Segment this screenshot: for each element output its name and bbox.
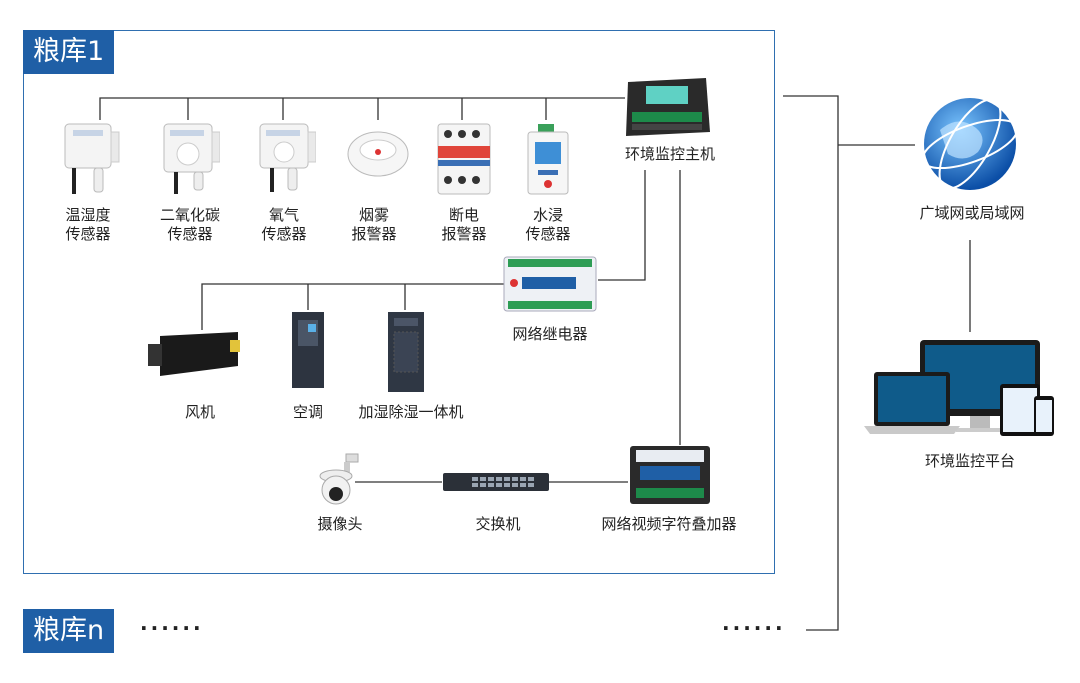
- sensor-label-power-outage: 断电报警器: [441, 206, 487, 243]
- globe-icon: [918, 94, 1022, 194]
- network-relay-icon: [502, 255, 598, 313]
- temp-humidity-sensor-icon: [60, 118, 120, 196]
- switch-label: 交换机: [475, 515, 521, 533]
- device-label-humidifier: 加湿除湿一体机: [358, 403, 464, 421]
- smoke-alarm-icon: [346, 124, 410, 184]
- granary-n-title: 粮库n: [23, 609, 115, 653]
- humidifier-dehumidifier-icon: [386, 310, 426, 394]
- granary-1-frame: [23, 30, 775, 574]
- sensor-label-smoke: 烟雾报警器: [351, 206, 397, 243]
- granary-1-title: 粮库1: [23, 30, 115, 74]
- camera-label: 摄像头: [317, 515, 363, 533]
- camera-icon: [316, 452, 360, 510]
- monitoring-platform-devices-icon: [862, 338, 1058, 442]
- sensor-label-water-leak: 水浸传感器: [525, 206, 571, 243]
- power-outage-alarm-icon: [436, 122, 492, 196]
- ellipsis-right: ······: [722, 616, 786, 640]
- relay-label: 网络继电器: [512, 325, 588, 343]
- fan-icon: [146, 330, 242, 380]
- overlay-label: 网络视频字符叠加器: [601, 515, 737, 533]
- water-leak-sensor-icon: [524, 124, 572, 196]
- device-label-fan: 风机: [184, 403, 215, 421]
- network-switch-icon: [442, 470, 550, 494]
- ellipsis-left: ······: [140, 616, 204, 640]
- sensor-label-co2: 二氧化碳传感器: [159, 206, 220, 243]
- sensor-label-oxygen: 氧气传感器: [261, 206, 307, 243]
- sensor-label-temp-humidity: 温湿度传感器: [65, 206, 111, 243]
- co2-sensor-icon: [160, 118, 221, 196]
- host-label: 环境监控主机: [624, 145, 715, 163]
- monitoring-host-icon: [622, 76, 712, 138]
- oxygen-sensor-icon: [256, 118, 317, 196]
- air-conditioner-icon: [290, 310, 326, 390]
- network-label: 广域网或局域网: [919, 204, 1025, 222]
- video-overlay-icon: [628, 444, 712, 506]
- device-label-ac: 空调: [292, 403, 323, 421]
- platform-label: 环境监控平台: [924, 452, 1015, 470]
